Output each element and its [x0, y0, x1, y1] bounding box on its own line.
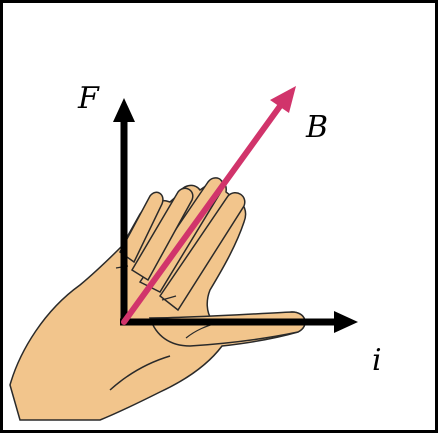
magnetic-field-label: B — [306, 113, 328, 143]
force-label: F — [78, 84, 99, 114]
current-label: i — [372, 346, 382, 376]
